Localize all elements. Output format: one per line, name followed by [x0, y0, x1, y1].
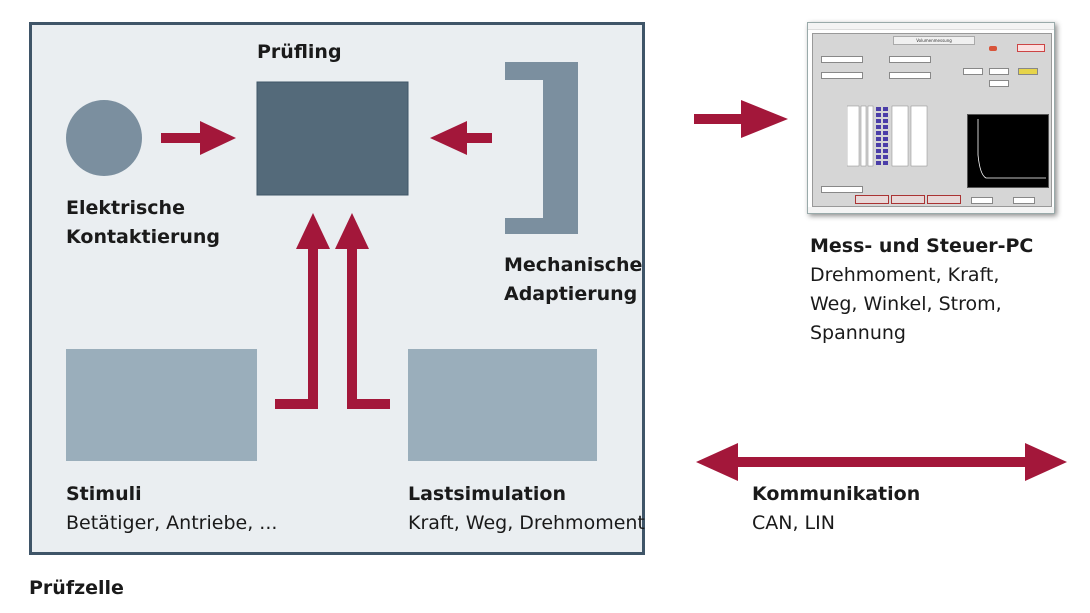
- arrow-kontaktierung-to-pruefling: [161, 121, 236, 155]
- kommunikation-label: Kommunikation CAN, LIN: [752, 480, 920, 538]
- pc-line3: Spannung: [810, 322, 906, 344]
- kommunikation-title: Kommunikation: [752, 483, 921, 505]
- pc-button: [855, 195, 889, 204]
- kontaktierung-label-line1: Elektrische: [66, 197, 185, 219]
- pruefzelle-label: Prüfzelle: [29, 577, 124, 599]
- pc-stop-button: [1017, 44, 1045, 52]
- arrow-to-pc: [694, 100, 788, 138]
- pc-screenshot-statusbar: [808, 207, 1054, 213]
- pc-field: [1018, 68, 1038, 75]
- lastsimulation-block: [408, 349, 597, 461]
- pc-field: [989, 80, 1009, 87]
- pc-label: Mess- und Steuer-PC Drehmoment, Kraft, W…: [810, 232, 1033, 348]
- pc-field: [1013, 197, 1035, 204]
- stimuli-block: [66, 349, 257, 461]
- pc-screenshot: Volumenmessung: [807, 22, 1055, 214]
- pc-button: [927, 195, 961, 204]
- pruefling-box: [256, 81, 409, 196]
- pc-field: [821, 72, 863, 79]
- pc-field: [889, 56, 931, 63]
- pc-field: [989, 68, 1009, 75]
- arrow-stimuli-to-pruefling: [275, 213, 330, 409]
- pc-graph: [967, 114, 1049, 188]
- lastsimulation-title: Lastsimulation: [408, 483, 566, 505]
- arrow-lastsimulation-to-pruefling: [335, 213, 390, 409]
- adaptierung-bracket: [505, 62, 578, 234]
- pc-field: [821, 186, 863, 193]
- pc-title: Mess- und Steuer-PC: [810, 235, 1034, 257]
- adaptierung-label: Mechanische Adaptierung: [504, 251, 642, 309]
- lastsimulation-detail: Kraft, Weg, Drehmoment: [408, 512, 645, 534]
- pc-line1: Drehmoment, Kraft,: [810, 264, 1000, 286]
- kontaktierung-label: Elektrische Kontaktierung: [66, 194, 220, 252]
- pc-screenshot-menubar: [808, 23, 1054, 30]
- adaptierung-label-line1: Mechanische: [504, 254, 643, 276]
- pc-table: [846, 102, 935, 182]
- pc-line2: Weg, Winkel, Strom,: [810, 293, 1002, 315]
- adaptierung-label-line2: Adaptierung: [504, 283, 638, 305]
- pruefling-label: Prüfling: [257, 41, 342, 63]
- pc-button: [891, 195, 925, 204]
- stimuli-detail: Betätiger, Antriebe, ...: [66, 512, 278, 534]
- pc-screenshot-title: Volumenmessung: [893, 36, 975, 45]
- pc-screenshot-body: Volumenmessung: [812, 33, 1052, 207]
- kommunikation-double-arrow: [696, 443, 1067, 481]
- stimuli-title: Stimuli: [66, 483, 142, 505]
- pc-field: [971, 197, 993, 204]
- pc-indicator-icon: [989, 46, 997, 51]
- arrow-adaptierung-to-pruefling: [430, 121, 492, 155]
- kommunikation-detail: CAN, LIN: [752, 512, 835, 534]
- stimuli-label: Stimuli Betätiger, Antriebe, ...: [66, 480, 277, 538]
- pc-field: [821, 56, 863, 63]
- kontaktierung-label-line2: Kontaktierung: [66, 226, 221, 248]
- lastsimulation-label: Lastsimulation Kraft, Weg, Drehmoment: [408, 480, 645, 538]
- kontaktierung-circle: [66, 100, 142, 176]
- pc-field: [963, 68, 983, 75]
- pc-field: [889, 72, 931, 79]
